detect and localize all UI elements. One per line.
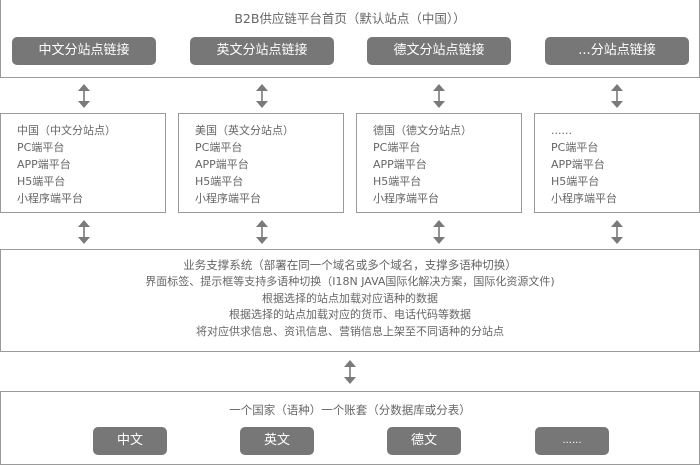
site-title: 中国（中文分站点） <box>17 124 116 137</box>
language-english-button[interactable]: 英文 <box>240 427 314 455</box>
platform-item: 小程序端平台 <box>373 192 439 205</box>
bidirectional-arrow-icon <box>344 360 356 384</box>
platform-item: APP端平台 <box>17 158 71 171</box>
platform-item: H5端平台 <box>373 175 422 188</box>
platform-item: PC端平台 <box>17 141 65 154</box>
platform-item: 小程序端平台 <box>195 192 261 205</box>
link-label: 德文分站点链接 <box>393 43 485 58</box>
bidirectional-arrow-icon <box>78 220 90 244</box>
platform-item: PC端平台 <box>373 141 421 154</box>
site-box-other: ...... PC端平台 APP端平台 H5端平台 小程序端平台 <box>534 113 700 213</box>
bidirectional-arrow-icon <box>78 84 90 108</box>
language-label: ...... <box>562 435 582 446</box>
platform-item: 小程序端平台 <box>17 192 83 205</box>
link-label: ...分站点链接 <box>578 43 656 58</box>
homepage-title: B2B供应链平台首页（默认站点（中国）） <box>234 11 466 26</box>
support-system-title: 业务支撑系统（部署在同一个域名或多个域名，支撑多语种切换） <box>183 258 517 272</box>
site-box-usa: 美国（英文分站点） PC端平台 APP端平台 H5端平台 小程序端平台 <box>178 113 344 213</box>
bidirectional-arrow-icon <box>256 220 268 244</box>
platform-item: H5端平台 <box>17 175 66 188</box>
platform-item: H5端平台 <box>551 175 600 188</box>
platform-item: H5端平台 <box>195 175 244 188</box>
language-label: 英文 <box>263 433 290 448</box>
platform-item: PC端平台 <box>195 141 243 154</box>
support-feature-line: 界面标签、提示框等支持多语种切换（I18N JAVA国际化解决方案，国际化资源文… <box>145 275 555 288</box>
platform-item: 小程序端平台 <box>551 192 617 205</box>
site-box-china: 中国（中文分站点） PC端平台 APP端平台 H5端平台 小程序端平台 <box>0 113 166 213</box>
site-title: 美国（英文分站点） <box>195 124 294 137</box>
language-chinese-button[interactable]: 中文 <box>93 427 167 455</box>
site-title: 德国（德文分站点） <box>373 124 472 137</box>
site-title: ...... <box>551 124 572 137</box>
support-feature-line: 将对应供求信息、资讯信息、营销信息上架至不同语种的分站点 <box>196 324 504 338</box>
bidirectional-arrow-icon <box>611 84 623 108</box>
homepage-box: B2B供应链平台首页（默认站点（中国）） 中文分站点链接 英文分站点链接 德文分… <box>0 0 700 78</box>
support-feature-line: 根据选择的站点加载对应的货币、电话代码等数据 <box>229 308 471 321</box>
support-system-box: 业务支撑系统（部署在同一个域名或多个域名，支撑多语种切换） 界面标签、提示框等支… <box>0 249 700 352</box>
german-site-link-button[interactable]: 德文分站点链接 <box>367 37 511 65</box>
bidirectional-arrow-icon <box>433 84 445 108</box>
platform-item: APP端平台 <box>551 158 605 171</box>
platform-item: APP端平台 <box>373 158 427 171</box>
language-german-button[interactable]: 德文 <box>387 427 461 455</box>
accounts-box: 一个国家（语种）一个账套（分数据库或分表） 中文 英文 德文 ...... <box>0 391 700 465</box>
bidirectional-arrow-icon <box>256 84 268 108</box>
site-box-germany: 德国（德文分站点） PC端平台 APP端平台 H5端平台 小程序端平台 <box>356 113 522 213</box>
other-site-link-button[interactable]: ...分站点链接 <box>545 37 689 65</box>
bidirectional-arrow-icon <box>433 220 445 244</box>
language-other-button[interactable]: ...... <box>535 427 609 455</box>
english-site-link-button[interactable]: 英文分站点链接 <box>190 37 334 65</box>
platform-item: PC端平台 <box>551 141 599 154</box>
accounts-title: 一个国家（语种）一个账套（分数据库或分表） <box>229 403 471 417</box>
link-label: 中文分站点链接 <box>38 43 130 58</box>
support-feature-line: 根据选择的站点加载对应语种的数据 <box>262 291 438 305</box>
platform-item: APP端平台 <box>195 158 249 171</box>
chinese-site-link-button[interactable]: 中文分站点链接 <box>12 37 156 65</box>
language-label: 德文 <box>410 433 437 448</box>
bidirectional-arrow-icon <box>611 220 623 244</box>
language-label: 中文 <box>116 433 143 448</box>
link-label: 英文分站点链接 <box>216 43 308 58</box>
